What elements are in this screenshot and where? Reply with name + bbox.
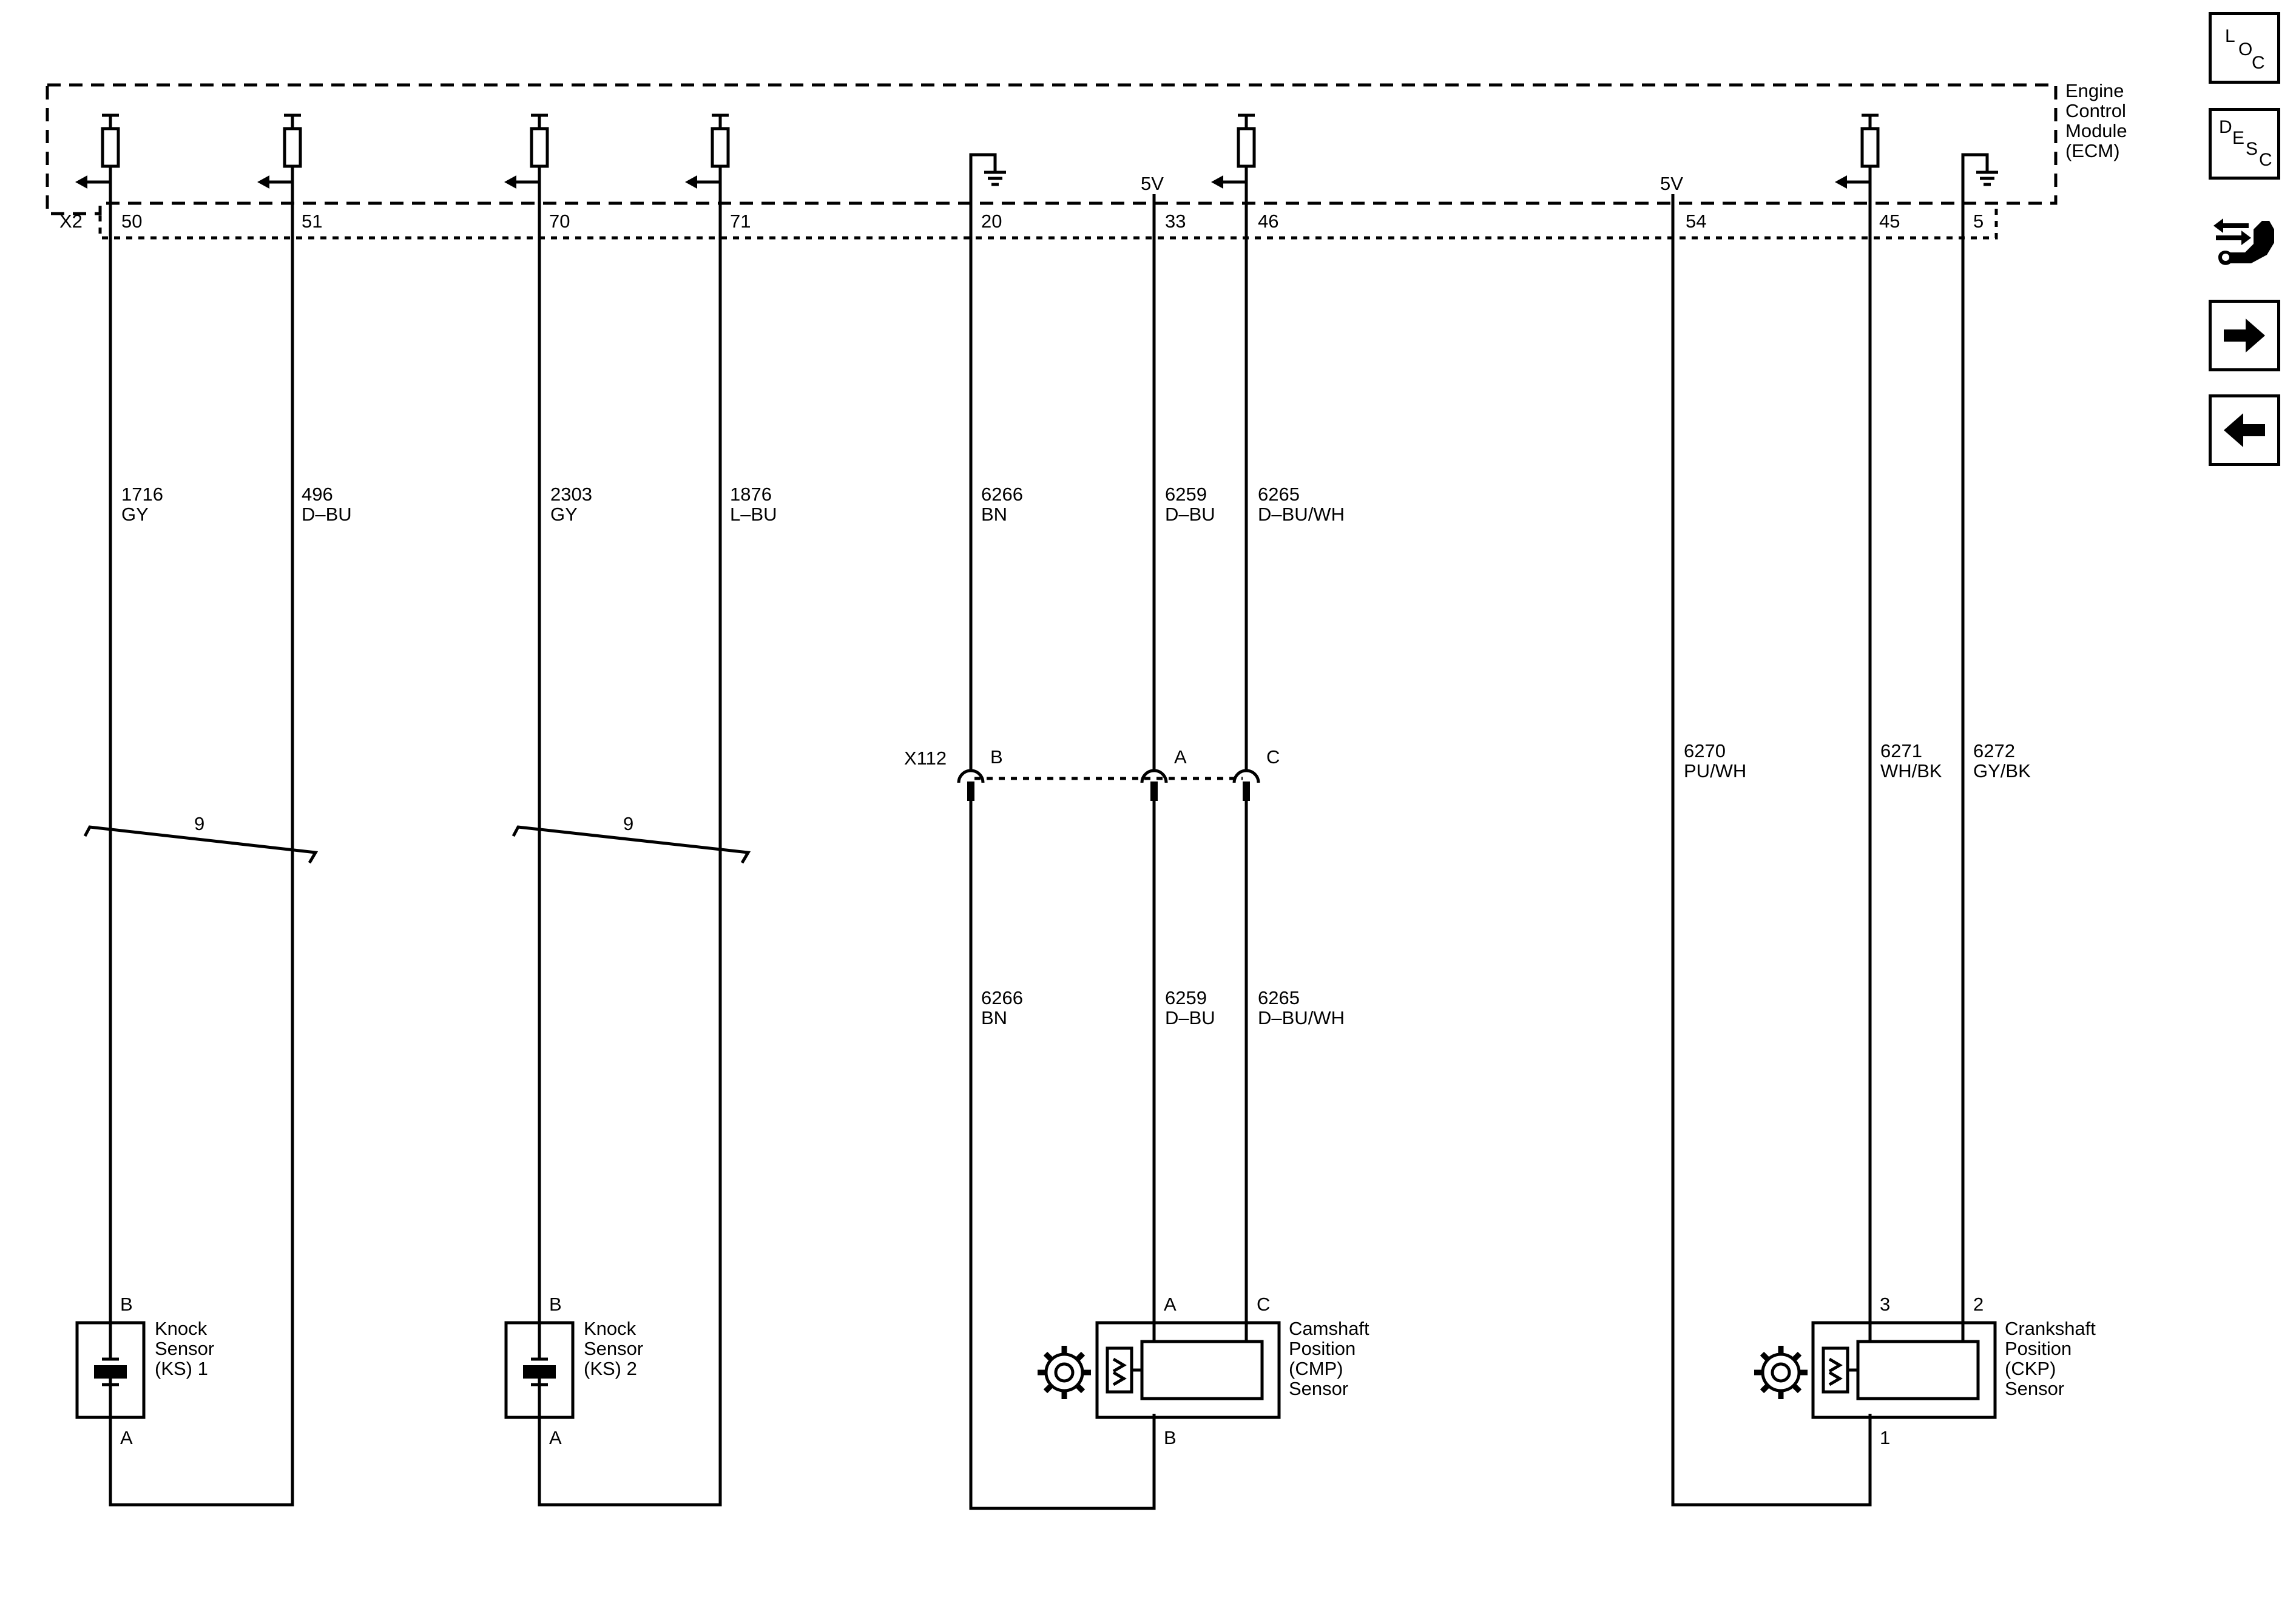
supply-5v-pin-33: 5V [1141,173,1164,194]
connector-x2-band [98,206,1998,240]
cmp-sensor-body [1095,1321,1281,1419]
ecm-outline [46,83,2058,215]
ks1-circuit: 9 [75,182,319,1507]
desc-button[interactable]: D E S C [2209,108,2280,180]
ks1-pin-b: B [120,1294,133,1315]
knock-sensor-1-element [94,1365,127,1379]
cmp-pin-c: C [1257,1294,1270,1315]
ks1-pin-a: A [120,1427,133,1448]
x112-cavity-c: C [1266,746,1280,768]
previous-button[interactable] [2209,394,2280,466]
ks2-pin-a: A [549,1427,562,1448]
ks2-name: Knock Sensor (KS) 2 [584,1318,649,1379]
loc-button[interactable]: L O C [2209,12,2280,84]
connector-tool-icon [2213,218,2274,265]
connector-tool-button[interactable] [2209,205,2280,277]
pin-5: 5 [1973,211,1984,232]
ckp-pin-2: 2 [1973,1294,1984,1315]
arrow-right-icon [2224,319,2265,353]
pin-51: 51 [302,211,322,232]
cmp-name: Camshaft Position (CMP) Sensor [1289,1318,1374,1399]
inline-connector-x112: X112 [904,748,947,769]
pin-45: 45 [1879,211,1900,232]
ckp-name: Crankshaft Position (CKP) Sensor [2005,1318,2101,1399]
next-button[interactable] [2209,300,2280,371]
connector-x2-label: X2 [59,211,83,232]
desc-icon: D E S C [2219,117,2272,170]
pullup-pin-70 [504,113,549,189]
pullup-pin-46 [1211,113,1256,189]
twisted-pair-ks1 [83,825,319,864]
ground-symbol-pin-20 [969,153,1006,203]
cmp-circuit [957,182,1281,1510]
ckp-circuit [1671,182,1997,1507]
ckp-pin-1: 1 [1880,1427,1890,1448]
pullup-pin-51 [257,113,302,189]
supply-5v-pin-54: 5V [1660,173,1683,194]
ckp-sensor-body [1811,1321,1997,1419]
ks1-name: Knock Sensor (KS) 1 [155,1318,220,1379]
ecm-pullup-group [75,113,1880,189]
twisted-pair-ks2 [512,825,751,864]
pin-54: 54 [1686,211,1706,232]
pin-70: 70 [549,211,570,232]
x112-cavity-a: A [1174,746,1187,768]
pin-71: 71 [730,211,751,232]
ecm-label: Engine Control Module (ECM) [2065,80,2132,161]
ks2-pin-b: B [549,1294,562,1315]
pin-50: 50 [121,211,142,232]
pin-46: 46 [1258,211,1278,232]
cmp-pin-a: A [1164,1294,1177,1315]
pin-33: 33 [1165,211,1186,232]
gear-icon [1754,1346,1808,1399]
pullup-pin-45 [1835,113,1880,189]
pullup-pin-50 [75,113,120,189]
ks2-circuit: 9 [504,182,751,1507]
x112-cavity-b: B [990,746,1003,768]
ground-symbol-pin-5 [1961,153,1998,203]
twist-label-ks2: 9 [623,813,633,834]
gear-icon [1038,1346,1091,1399]
twist-label-ks1: 9 [194,813,204,834]
cmp-pin-b: B [1164,1427,1177,1448]
ckp-pin-3: 3 [1880,1294,1890,1315]
pullup-pin-71 [685,113,730,189]
loc-icon: L O C [2225,26,2265,73]
arrow-left-icon [2224,413,2265,447]
knock-sensor-2-element [523,1365,556,1379]
pin-20: 20 [981,211,1002,232]
